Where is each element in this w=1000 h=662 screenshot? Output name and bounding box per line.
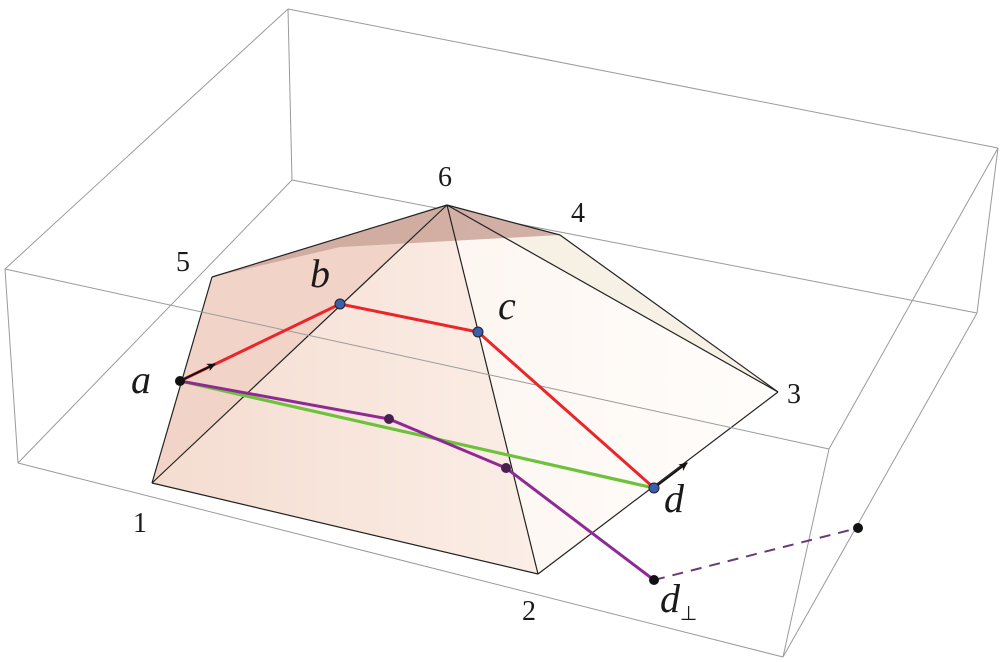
point-label-d-perp-sub: ⊥ — [680, 601, 697, 625]
point-label-d: d — [664, 476, 685, 521]
pyramid-faces — [152, 205, 778, 574]
dashed-path — [653, 527, 859, 581]
vertex-label-3: 3 — [787, 379, 801, 410]
point-label-d-perp-base: d — [660, 576, 681, 621]
vertex-label-5: 5 — [176, 247, 190, 278]
direction-arrow-d — [653, 462, 688, 489]
point-purple-1 — [384, 414, 394, 424]
face-right — [447, 205, 778, 574]
path-points — [175, 298, 863, 585]
point-label-a: a — [131, 357, 151, 402]
point-label-d-perp: d⊥ — [660, 576, 697, 625]
point-a — [175, 376, 185, 386]
geodesic-path-a-b-c-d — [179, 302, 655, 490]
vertex-label-2: 2 — [522, 596, 536, 627]
direction-arrow-a — [179, 363, 216, 382]
vertex-label-4: 4 — [571, 198, 585, 229]
point-purple-2 — [501, 463, 511, 473]
unfolded-path-a-dperp — [179, 379, 655, 582]
vertex-label-6: 6 — [438, 162, 452, 193]
point-c — [472, 326, 484, 338]
point-d-perp — [649, 575, 659, 585]
vertex-label-1: 1 — [133, 508, 147, 539]
bounding-box-front — [4, 147, 999, 658]
point-label-c: c — [498, 283, 516, 328]
straight-path-a-d — [179, 379, 655, 490]
point-b — [334, 298, 346, 310]
point-dashed-end — [853, 523, 863, 533]
face-top — [212, 205, 560, 277]
face-front — [152, 205, 538, 574]
point-d — [648, 482, 660, 494]
bounding-box-back — [4, 8, 999, 464]
point-label-b: b — [310, 251, 330, 296]
